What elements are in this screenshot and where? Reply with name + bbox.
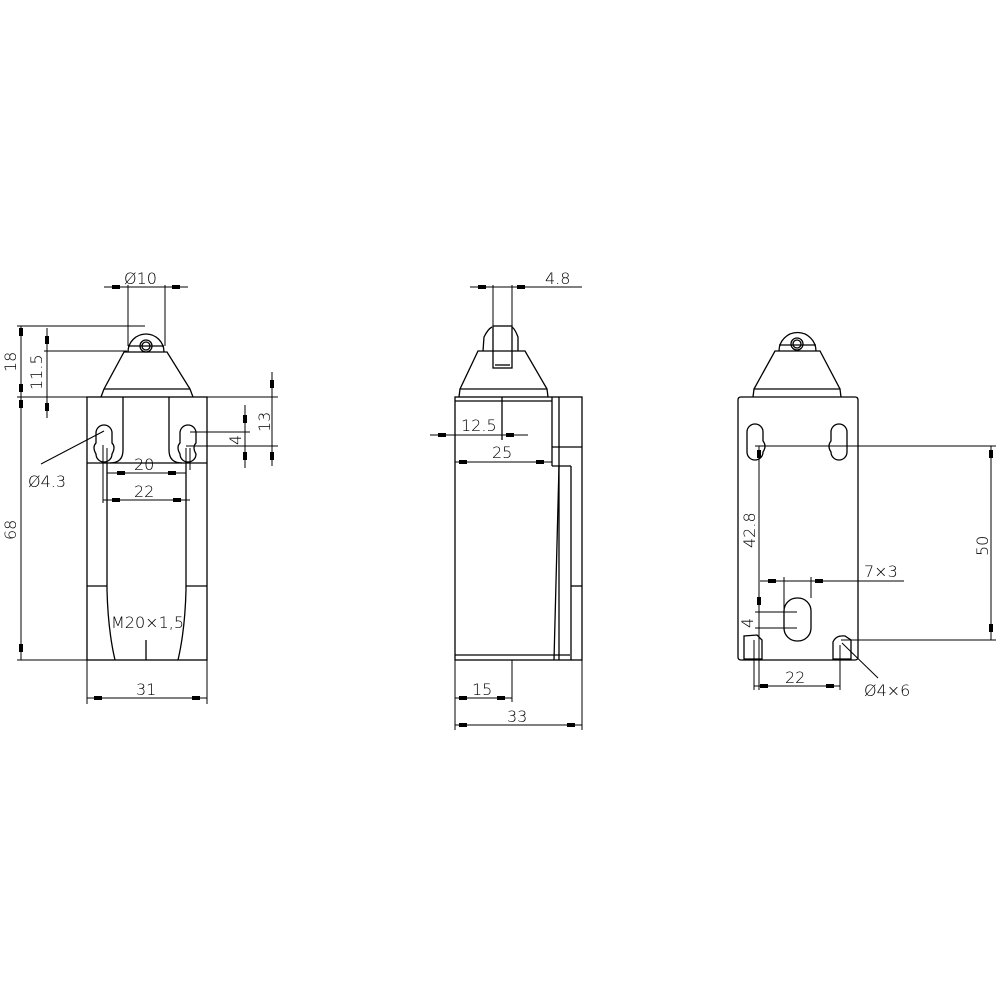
dim-half-depth: 12.5 xyxy=(461,416,497,435)
dim-bottom-spacing: 22 xyxy=(785,668,805,687)
dim-slot-spacing-outer: 22 xyxy=(134,482,154,501)
rear-slot-right xyxy=(828,423,848,461)
rear-bottom-hole-right xyxy=(832,635,852,660)
side-view: 4.8 12.5 25 15 33 xyxy=(430,269,583,730)
front-body-outline xyxy=(86,396,208,661)
front-roller xyxy=(127,333,165,353)
dim-head-height: 11.5 xyxy=(27,354,46,390)
side-roller xyxy=(492,325,513,369)
thread-label: M20×1,5 xyxy=(111,613,184,632)
front-view: Ø10 18 11.5 68 13 4 Ø4.3 xyxy=(1,269,278,704)
rear-body-outline xyxy=(737,396,859,661)
dim-slot-size: 7×3 xyxy=(864,562,898,581)
rear-view: 50 42.8 7×3 4 22 Ø4×6 xyxy=(737,331,996,700)
front-roller-axle xyxy=(139,339,153,353)
dim-slot-offset-rear: 4 xyxy=(738,618,757,628)
dim-hole-diameter: Ø4.3 xyxy=(28,472,66,491)
dim-hole-pitch-vertical: 50 xyxy=(973,536,992,556)
rear-slot-left xyxy=(746,423,766,461)
front-head-base xyxy=(100,388,194,398)
dim-overall-top-height: 18 xyxy=(1,352,20,372)
dim-conduit-offset: 15 xyxy=(472,680,492,699)
front-slot-right xyxy=(177,424,197,463)
dim-roller-diameter: Ø10 xyxy=(124,269,157,288)
dim-plunger-depth: 25 xyxy=(492,443,512,462)
front-head-cone xyxy=(103,351,191,390)
dim-slot-length: 4 xyxy=(226,435,245,445)
rear-roller xyxy=(778,331,817,352)
dim-roller-width: 4.8 xyxy=(545,269,570,288)
front-slot-left xyxy=(93,424,115,463)
dim-slot-spacing-inner: 20 xyxy=(134,455,154,474)
side-body-outline xyxy=(454,396,583,661)
dim-slot-offset: 13 xyxy=(255,412,274,432)
dim-body-depth: 33 xyxy=(507,707,527,726)
dim-body-width: 31 xyxy=(136,680,156,699)
dim-bottom-hole: Ø4×6 xyxy=(864,681,910,700)
dim-mount-height: 42.8 xyxy=(740,512,759,548)
rear-oval-slot xyxy=(783,597,812,642)
dim-body-height: 68 xyxy=(1,520,20,540)
